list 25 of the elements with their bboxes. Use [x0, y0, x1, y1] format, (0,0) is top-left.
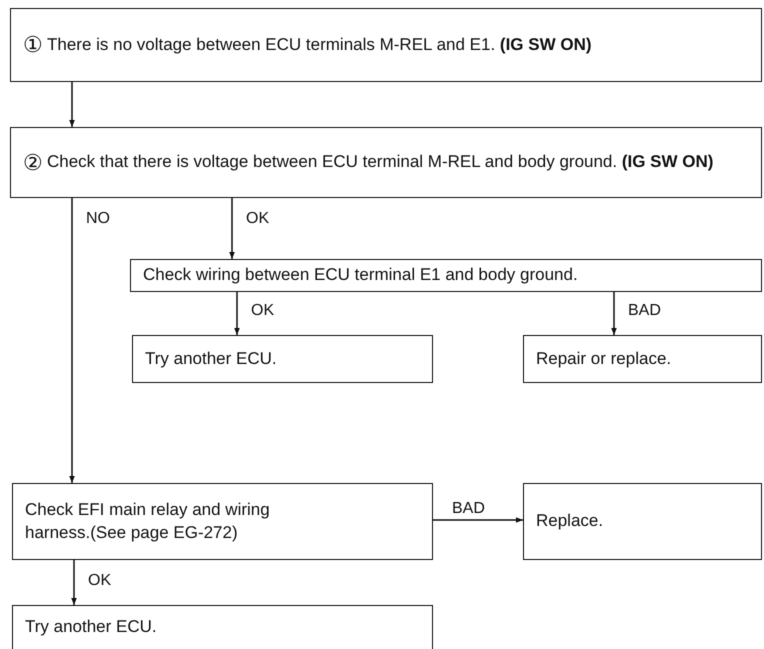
arrow: [234, 292, 240, 335]
box-text: Replace.: [536, 510, 604, 532]
arrow: [71, 560, 77, 605]
box-text: Check that there is voltage between ECU terminal M-REL and body ground. (IG SW ON): [47, 151, 714, 174]
process-box: [132, 335, 433, 383]
box-text: Check wiring between ECU terminal E1 and body ground.: [143, 264, 578, 286]
arrow: [433, 517, 523, 523]
box-text: Repair or replace.: [536, 348, 672, 370]
step-number: ①: [23, 34, 43, 56]
arrow: [611, 292, 617, 335]
process-box: [10, 127, 762, 198]
arrow: [69, 82, 75, 127]
arrow: [229, 198, 235, 259]
box-text: Check EFI main relay and wiring harness.(See page EG-272): [25, 498, 271, 544]
box-text: Try another ECU.: [25, 616, 157, 638]
box-text: Try another ECU.: [145, 348, 277, 370]
process-box: [130, 259, 762, 292]
step-number: ②: [23, 152, 43, 174]
process-box: [12, 483, 433, 560]
process-box: [10, 8, 762, 82]
arrow: [69, 198, 75, 483]
process-box: [12, 605, 433, 649]
process-box: [523, 483, 762, 560]
process-box: [523, 335, 762, 383]
box-text: There is no voltage between ECU terminals M-REL and E1. (IG SW ON): [47, 34, 592, 56]
